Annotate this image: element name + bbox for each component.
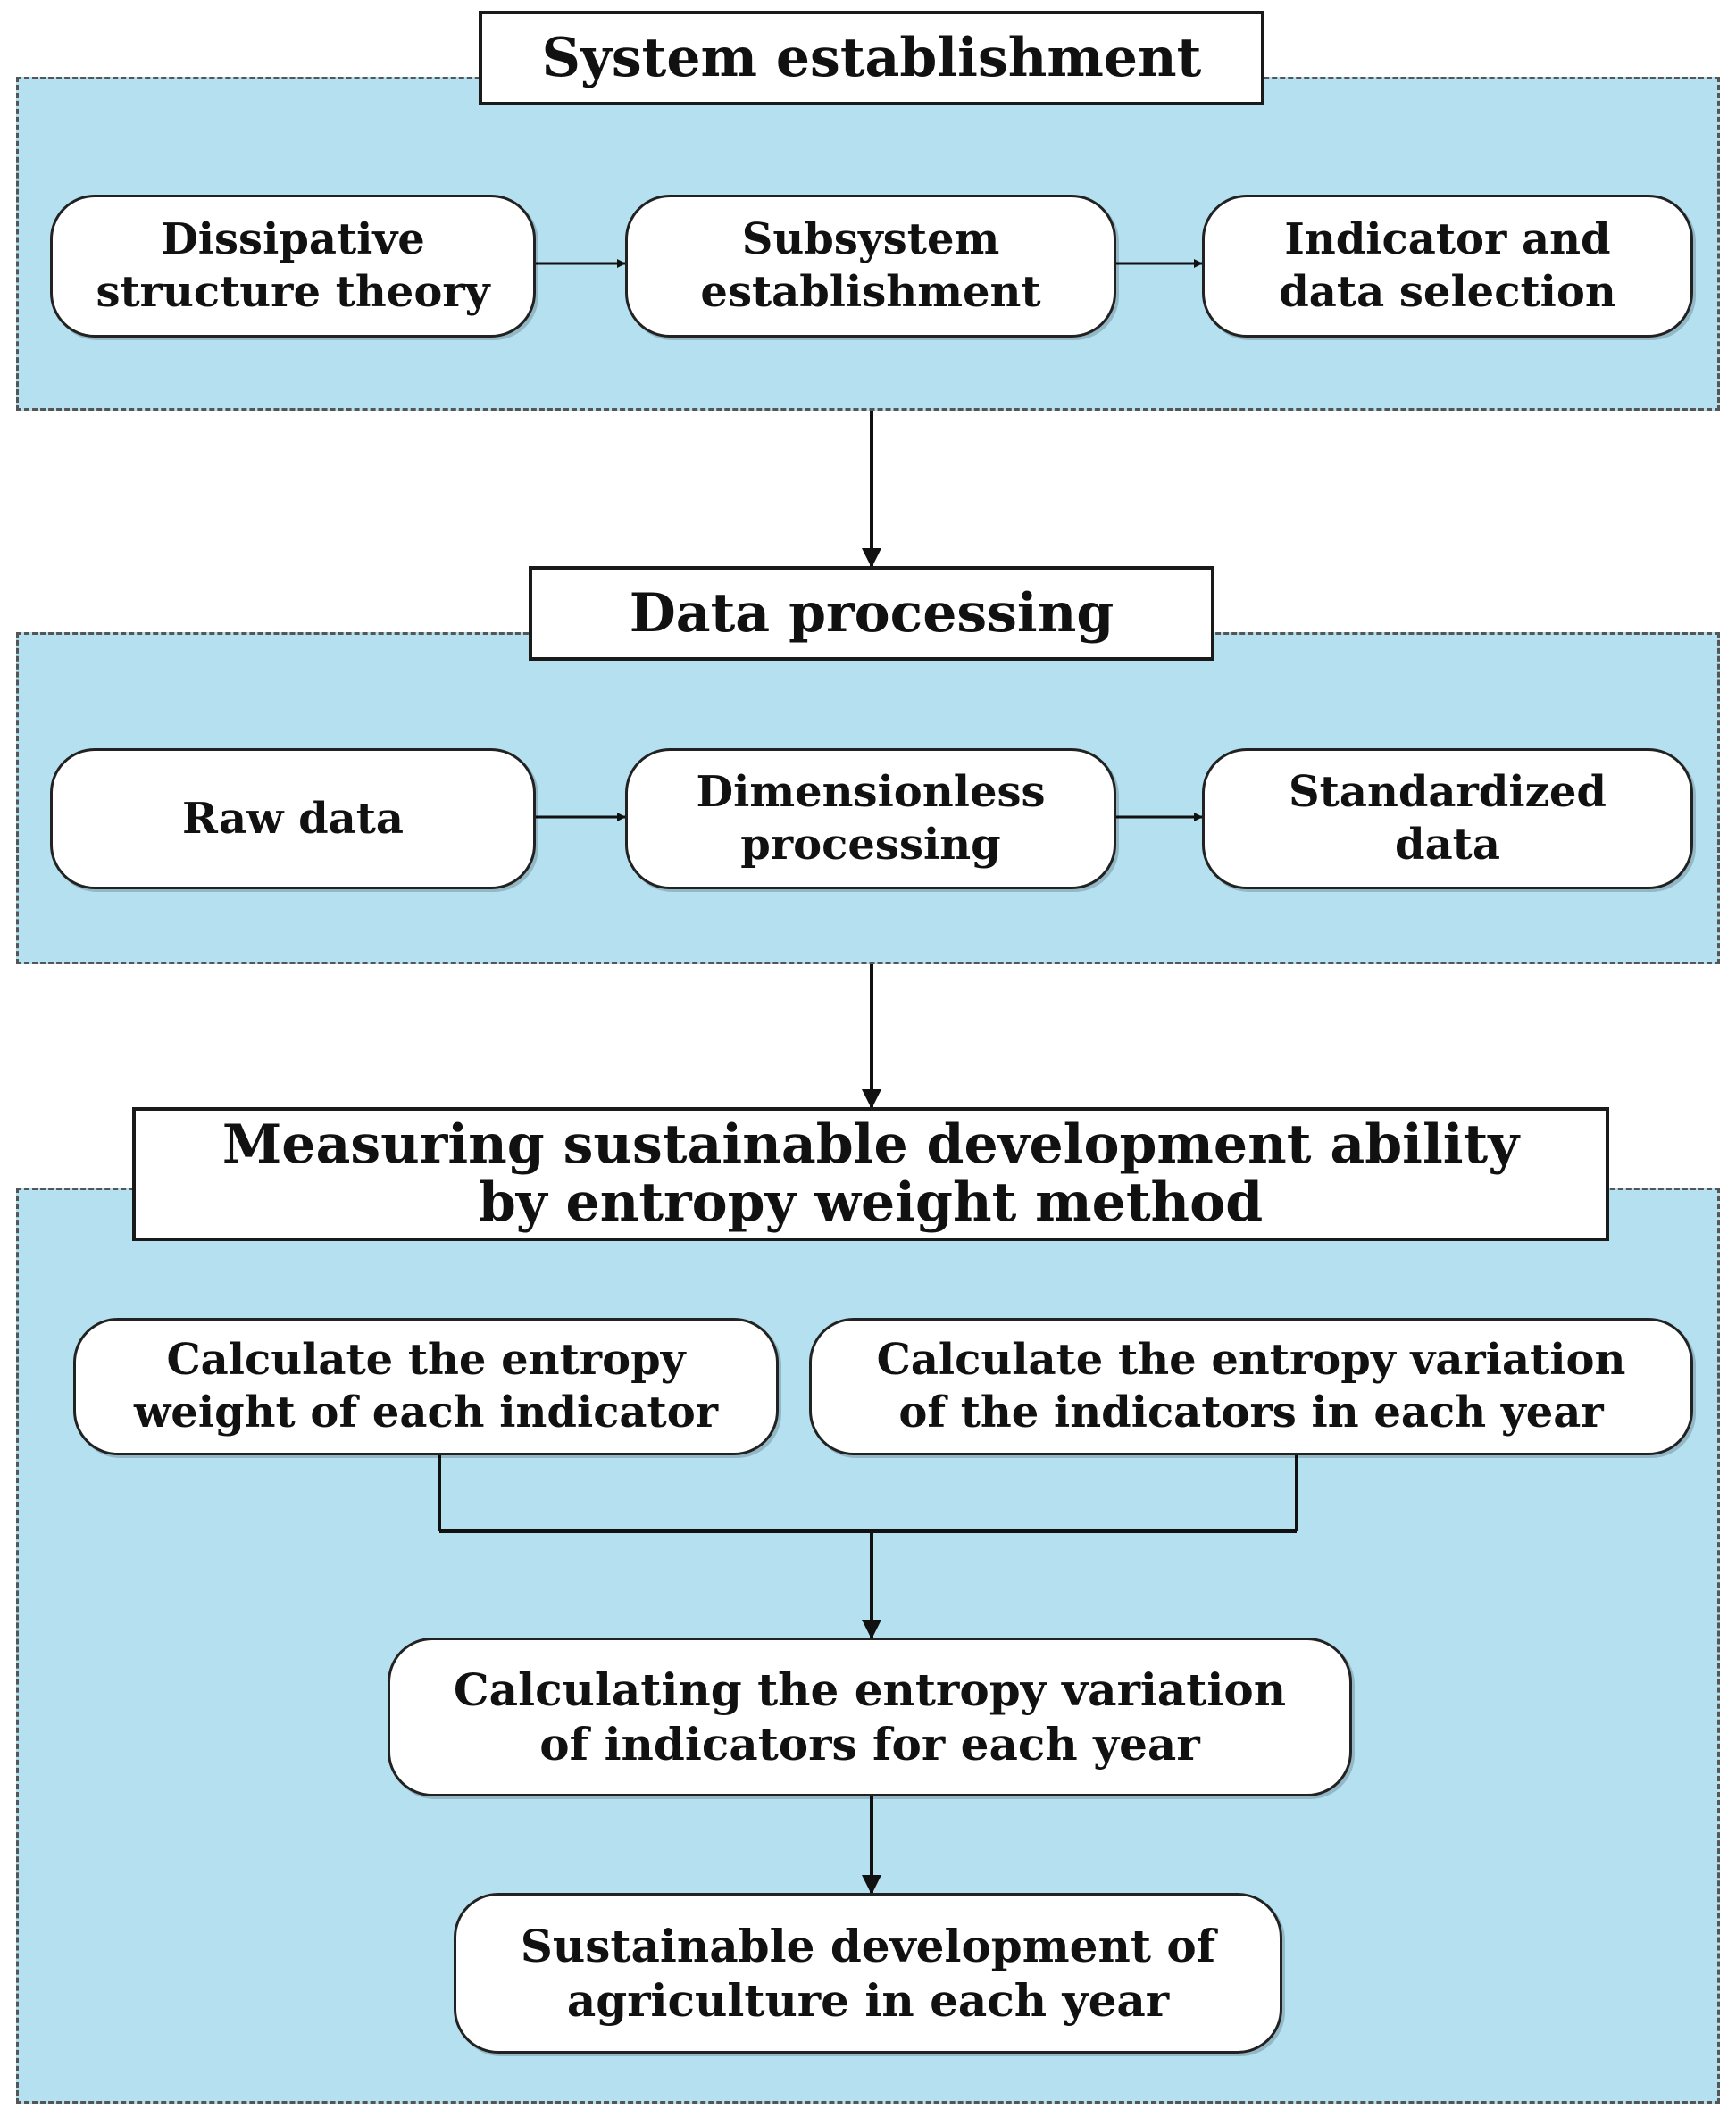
header-system-establishment: System establishment [479, 11, 1264, 105]
node-subsystem-establishment: Subsystem establishment [625, 195, 1116, 338]
node-calculate-entropy-variation: Calculate the entropy variation of the i… [809, 1318, 1693, 1455]
node-dimensionless-processing: Dimensionless processing [625, 748, 1116, 889]
node-standardized-data: Standardized data [1202, 748, 1693, 889]
node-sustainable-development: Sustainable development of agriculture i… [454, 1893, 1282, 2054]
header-data-processing: Data processing [529, 566, 1214, 661]
header-measuring: Measuring sustainable development abilit… [132, 1107, 1609, 1241]
node-calculating-entropy-variation-yearly: Calculating the entropy variation of ind… [388, 1638, 1352, 1796]
node-indicator-data-selection: Indicator and data selection [1202, 195, 1693, 338]
node-raw-data: Raw data [50, 748, 536, 889]
node-calculate-entropy-weight: Calculate the entropy weight of each ind… [73, 1318, 779, 1455]
node-dissipative-structure-theory: Dissipative structure theory [50, 195, 536, 338]
